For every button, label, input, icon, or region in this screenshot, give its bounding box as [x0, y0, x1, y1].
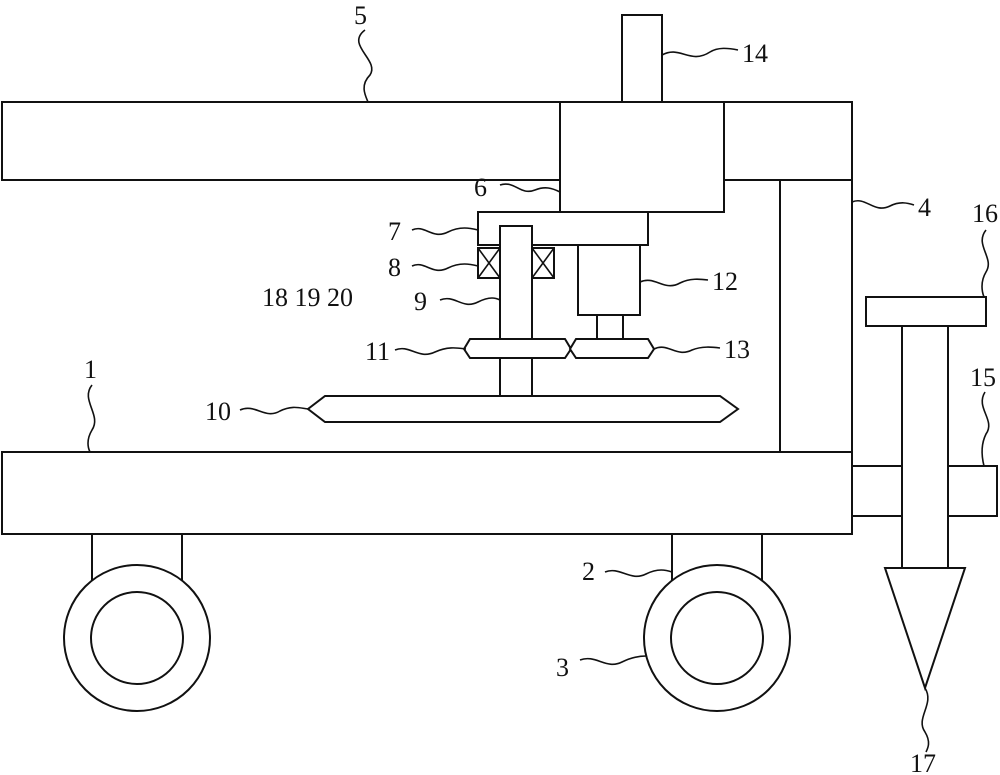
leader-12 — [639, 278, 709, 287]
label-7: 7 — [388, 217, 401, 246]
label-15: 15 — [970, 363, 996, 392]
label-5: 5 — [354, 1, 367, 30]
leader-8 — [411, 263, 479, 272]
label-3: 3 — [556, 653, 569, 682]
leader-14 — [661, 47, 739, 58]
leader-1 — [87, 384, 96, 453]
leader-9 — [439, 297, 501, 306]
top-shaft — [621, 14, 663, 103]
motor-shaft — [596, 314, 624, 340]
leader-15 — [981, 391, 990, 467]
label-13: 13 — [724, 335, 750, 364]
label-2: 2 — [582, 557, 595, 586]
wheel-right — [643, 564, 791, 712]
stake-tip — [883, 567, 967, 692]
slide-block — [559, 101, 725, 213]
label-4: 4 — [918, 193, 931, 222]
label-11: 11 — [365, 337, 390, 366]
base-frame — [1, 451, 853, 535]
label-17: 17 — [910, 749, 936, 775]
leader-2 — [604, 569, 673, 578]
leader-11 — [394, 347, 467, 356]
leader-13 — [653, 346, 721, 354]
label-18-19-20: 18 19 20 — [262, 283, 353, 312]
stake-rod — [901, 325, 949, 569]
label-16: 16 — [972, 199, 998, 228]
leader-10 — [239, 406, 309, 415]
label-14: 14 — [742, 39, 768, 68]
leader-5 — [358, 29, 373, 103]
label-12: 12 — [712, 267, 738, 296]
handle-plate — [865, 296, 987, 327]
label-10: 10 — [205, 397, 231, 426]
label-8: 8 — [388, 253, 401, 282]
label-1: 1 — [84, 355, 97, 384]
leader-17 — [921, 687, 930, 753]
leader-lines — [87, 29, 990, 753]
gear-left — [462, 338, 573, 359]
rotating-shaft — [499, 225, 533, 397]
gear-right — [568, 338, 656, 359]
motor — [577, 244, 641, 316]
bearing-right — [531, 247, 555, 279]
wheel-left — [63, 564, 211, 712]
leader-3 — [579, 655, 647, 666]
leader-4 — [851, 199, 915, 209]
part-labels: 5 14 6 7 8 18 19 20 9 12 11 13 10 1 4 16… — [84, 1, 998, 775]
leader-16 — [981, 229, 989, 298]
cutting-blade — [306, 395, 740, 423]
vertical-column — [779, 179, 853, 453]
leader-7 — [411, 227, 479, 236]
bearing-left — [477, 247, 501, 279]
leader-6 — [499, 183, 561, 193]
label-6: 6 — [474, 173, 487, 202]
label-9: 9 — [414, 287, 427, 316]
